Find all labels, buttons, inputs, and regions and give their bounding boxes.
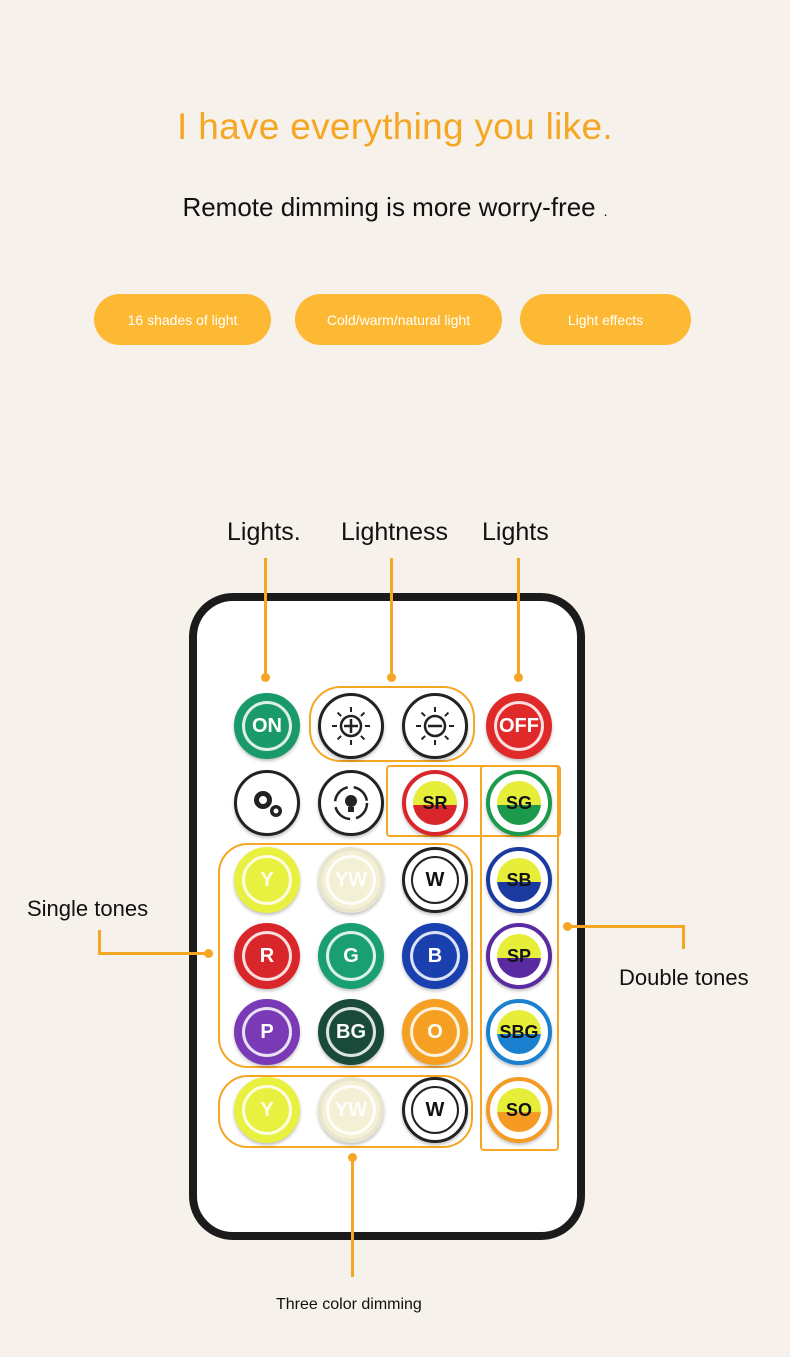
button-off-face: OFF — [494, 701, 544, 751]
button-bright-down[interactable] — [402, 693, 468, 759]
button-r[interactable]: R — [234, 923, 300, 989]
button-on-face: ON — [242, 701, 292, 751]
feature-pill-temperature: Cold/warm/natural light — [295, 294, 502, 345]
group-single-tones — [218, 843, 473, 1068]
button-w2[interactable]: W — [402, 1077, 468, 1143]
button-w2-face: W — [411, 1086, 459, 1134]
button-o[interactable]: O — [402, 999, 468, 1065]
leader-double-h — [567, 925, 685, 928]
brightness-down-icon — [413, 704, 457, 748]
gear-icon — [245, 781, 289, 825]
button-settings[interactable] — [234, 770, 300, 836]
subtitle: Remote dimming is more worry-free. — [0, 192, 790, 223]
button-sr[interactable]: SR — [402, 770, 468, 836]
group-three-color — [218, 1075, 473, 1148]
button-sb-face: SB — [497, 858, 541, 902]
brightness-up-icon — [329, 704, 373, 748]
button-so-face: SO — [497, 1088, 541, 1132]
button-g[interactable]: G — [318, 923, 384, 989]
headline: I have everything you like. — [177, 106, 613, 147]
button-y[interactable]: Y — [234, 847, 300, 913]
button-bg[interactable]: BG — [318, 999, 384, 1065]
button-p-face: P — [242, 1007, 292, 1057]
leader-single-h — [98, 952, 210, 955]
button-b[interactable]: B — [402, 923, 468, 989]
callout-double-label: Double tones — [619, 965, 749, 990]
leader-on-dot — [261, 673, 270, 682]
leader-double-dot — [563, 922, 572, 931]
leader-three-dot — [348, 1153, 357, 1162]
button-mode[interactable] — [318, 770, 384, 836]
leader-single-dot — [204, 949, 213, 958]
feature-pill-effects: Light effects — [520, 294, 691, 345]
bulb-cycle-icon — [329, 781, 373, 825]
button-yw-face: YW — [326, 855, 376, 905]
button-yw[interactable]: YW — [318, 847, 384, 913]
leader-double-v — [682, 925, 685, 949]
button-sb[interactable]: SB — [486, 847, 552, 913]
feature-pill-shades: 16 shades of light — [94, 294, 271, 345]
button-bg-face: BG — [326, 1007, 376, 1057]
callout-brightness-label: Lightness — [341, 518, 449, 546]
button-w-face: W — [411, 856, 459, 904]
button-o-face: O — [410, 1007, 460, 1057]
callout-single-label: Single tones — [27, 896, 149, 921]
group-double-top — [386, 765, 561, 837]
button-y2[interactable]: Y — [234, 1077, 300, 1143]
button-sg-face: SG — [497, 781, 541, 825]
group-double-tones — [480, 765, 559, 1151]
button-sg[interactable]: SG — [486, 770, 552, 836]
callout-on-label: Lights. — [227, 518, 301, 546]
leader-off — [517, 558, 520, 676]
button-y2-face: Y — [242, 1085, 292, 1135]
button-bright-up[interactable] — [318, 693, 384, 759]
button-sbg[interactable]: SBG — [486, 999, 552, 1065]
leader-three — [351, 1157, 354, 1277]
button-yw2[interactable]: YW — [318, 1077, 384, 1143]
button-g-face: G — [326, 931, 376, 981]
button-sbg-face: SBG — [497, 1010, 541, 1054]
leader-brightness — [390, 558, 393, 676]
button-yw2-face: YW — [326, 1085, 376, 1135]
subtitle-mark: . — [603, 203, 608, 219]
button-y-face: Y — [242, 855, 292, 905]
button-p[interactable]: P — [234, 999, 300, 1065]
button-off[interactable]: OFF — [486, 693, 552, 759]
leader-on — [264, 558, 267, 676]
leader-brightness-dot — [387, 673, 396, 682]
button-sp-face: SP — [497, 934, 541, 978]
leader-off-dot — [514, 673, 523, 682]
leader-single-v — [98, 930, 101, 954]
group-brightness — [309, 686, 475, 762]
button-sp[interactable]: SP — [486, 923, 552, 989]
callout-off-label: Lights — [482, 518, 549, 546]
button-on[interactable]: ON — [234, 693, 300, 759]
button-r-face: R — [242, 931, 292, 981]
button-so[interactable]: SO — [486, 1077, 552, 1143]
button-sr-face: SR — [413, 781, 457, 825]
button-w[interactable]: W — [402, 847, 468, 913]
subtitle-text: Remote dimming is more worry-free — [182, 192, 596, 222]
button-b-face: B — [410, 931, 460, 981]
callout-three-label: Three color dimming — [276, 1296, 422, 1313]
